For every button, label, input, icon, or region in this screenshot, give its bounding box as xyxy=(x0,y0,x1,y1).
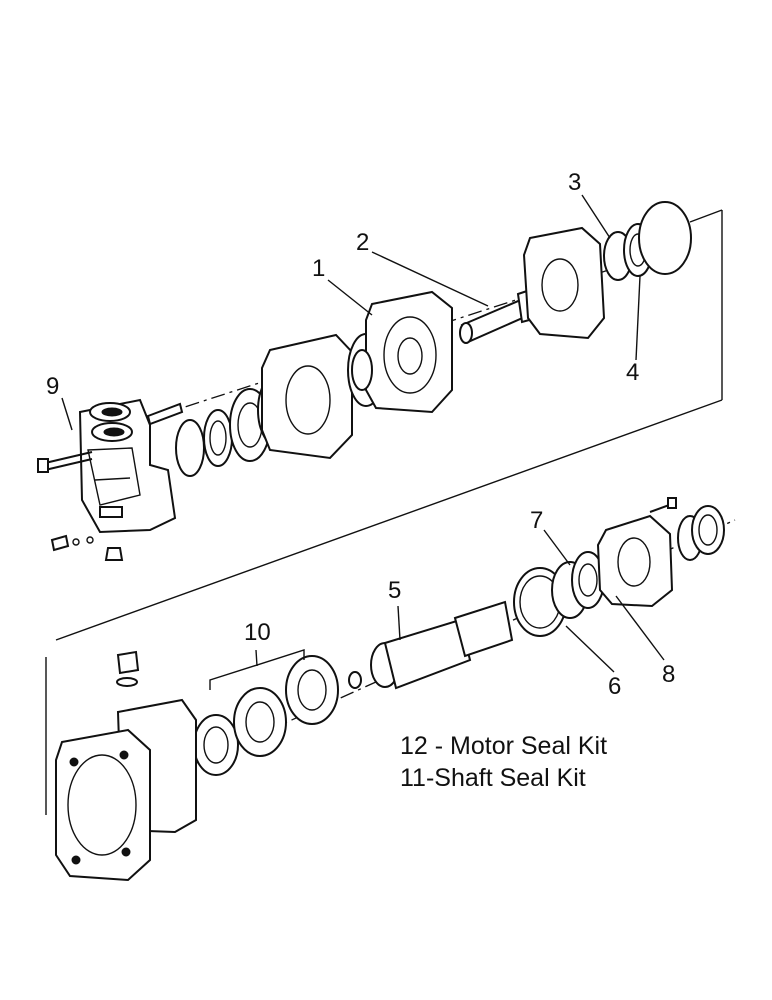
part-9-port-housing xyxy=(37,398,184,561)
callout-1: 1 xyxy=(312,255,325,282)
callout-3: 3 xyxy=(568,169,581,196)
callout-5: 5 xyxy=(388,577,401,604)
part-5-sleeve xyxy=(348,600,514,690)
part-1-gerotor xyxy=(347,290,453,414)
frame-lines xyxy=(45,209,723,815)
callout-2: 2 xyxy=(356,229,369,256)
callout-6: 6 xyxy=(608,673,621,700)
callout-9: 9 xyxy=(46,373,59,400)
part-10-bearings xyxy=(193,655,339,776)
valve-plate xyxy=(261,333,353,460)
callout-8: 8 xyxy=(662,661,675,688)
lower-housing xyxy=(55,650,197,882)
parts-6-7-8-seals xyxy=(513,497,725,637)
callout-4: 4 xyxy=(626,359,639,386)
part-flange-upper xyxy=(522,201,692,340)
callout-10: 10 xyxy=(244,619,271,646)
leader-lines xyxy=(61,194,665,690)
motor-seal-kit-label: 12 - Motor Seal Kit xyxy=(400,732,607,760)
shaft-seal-kit-label: 11-Shaft Seal Kit xyxy=(400,764,586,792)
callout-7: 7 xyxy=(530,507,543,534)
